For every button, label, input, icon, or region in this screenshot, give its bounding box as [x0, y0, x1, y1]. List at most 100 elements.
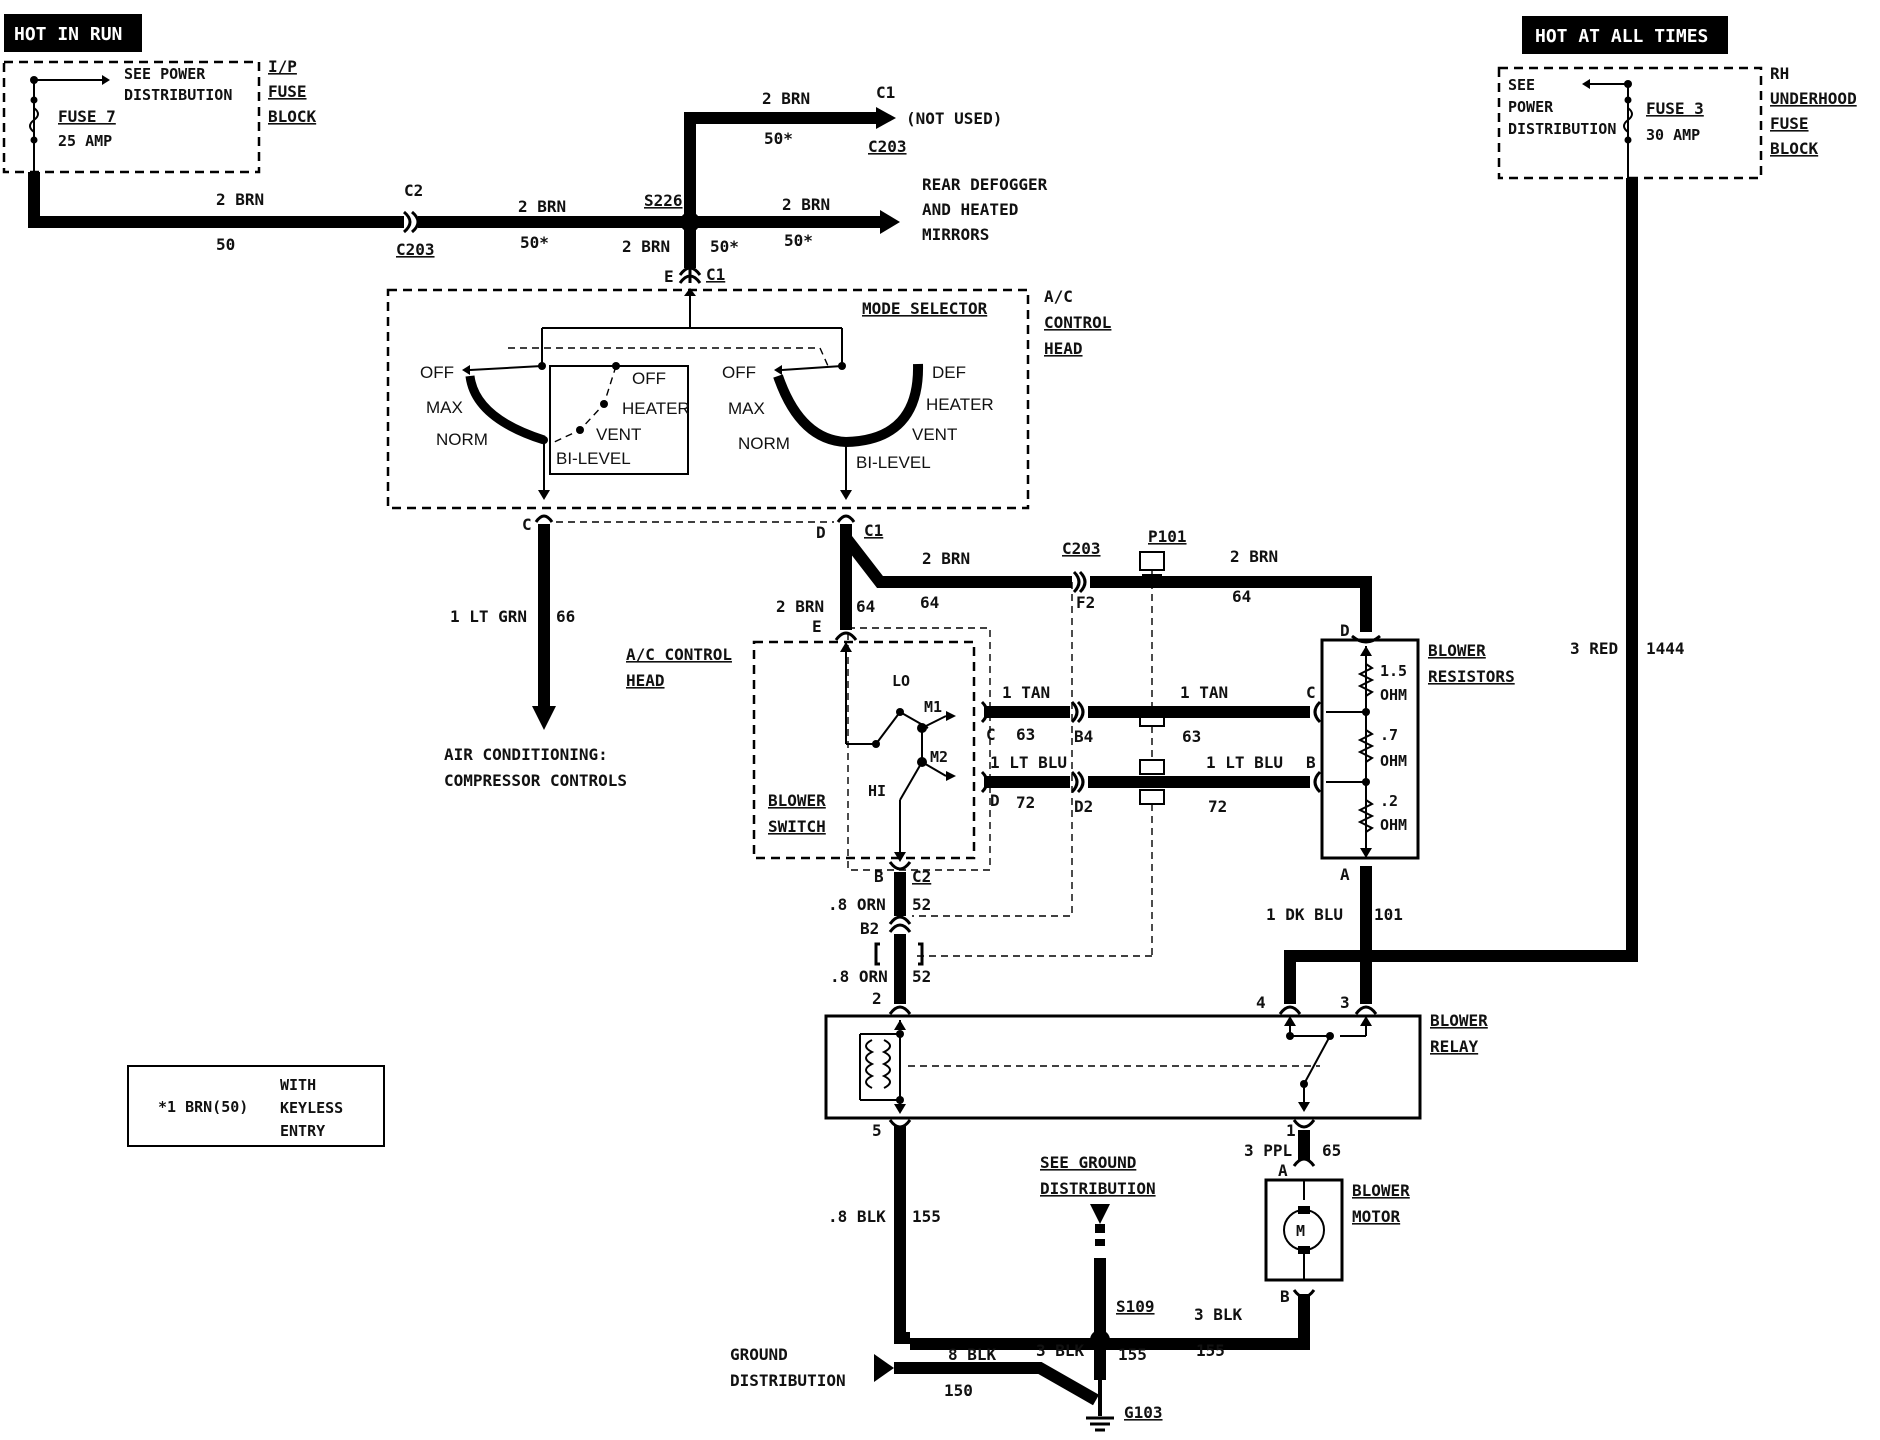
- svg-text:3 RED: 3 RED: [1570, 639, 1618, 658]
- svg-text:D: D: [990, 791, 1000, 810]
- svg-text:MOTOR: MOTOR: [1352, 1207, 1401, 1226]
- relay-feed-wires: .8 ORN 52 B2 .8 ORN 52 1 DK BLU 101 2 4 …: [828, 861, 1403, 1015]
- svg-text:72: 72: [1016, 793, 1035, 812]
- svg-text:50*: 50*: [784, 231, 813, 250]
- svg-text:D2: D2: [1074, 797, 1093, 816]
- svg-text:1 TAN: 1 TAN: [1002, 683, 1050, 702]
- svg-text:GROUND: GROUND: [730, 1345, 788, 1364]
- svg-text:OFF: OFF: [420, 363, 454, 382]
- svg-text:2 BRN: 2 BRN: [782, 195, 830, 214]
- svg-text:I/P: I/P: [268, 57, 297, 76]
- keyless-entry-note: *1 BRN(50) WITH KEYLESS ENTRY: [127, 1065, 385, 1147]
- svg-text:150: 150: [944, 1381, 973, 1400]
- svg-text:3 BLK: 3 BLK: [1194, 1305, 1243, 1324]
- svg-text:VENT: VENT: [912, 425, 957, 444]
- svg-text:BLOWER: BLOWER: [768, 791, 826, 810]
- svg-text:S109: S109: [1116, 1297, 1155, 1316]
- svg-text:DISTRIBUTION: DISTRIBUTION: [730, 1371, 846, 1390]
- svg-text:4: 4: [1256, 993, 1266, 1012]
- ac-compressor-branch: 1 LT GRN 66 AIR CONDITIONING: COMPRESSOR…: [444, 524, 627, 790]
- svg-text:30 AMP: 30 AMP: [1646, 126, 1700, 144]
- svg-text:64: 64: [1232, 587, 1251, 606]
- svg-text:64: 64: [920, 593, 939, 612]
- svg-text:BLOWER: BLOWER: [1430, 1011, 1488, 1030]
- svg-text:MAX: MAX: [728, 399, 765, 418]
- svg-text:NORM: NORM: [436, 430, 488, 449]
- svg-text:HOT IN RUN: HOT IN RUN: [14, 24, 122, 45]
- svg-text:FUSE: FUSE: [1770, 114, 1809, 133]
- svg-text:MIRRORS: MIRRORS: [922, 225, 989, 244]
- svg-text:AND HEATED: AND HEATED: [922, 200, 1018, 219]
- svg-text:MAX: MAX: [426, 398, 463, 417]
- p101-connector: [912, 551, 1165, 957]
- svg-text:P101: P101: [1148, 527, 1187, 546]
- arrow-icon: [880, 210, 900, 234]
- svg-text:63: 63: [1016, 725, 1035, 744]
- svg-text:RESISTORS: RESISTORS: [1428, 667, 1515, 686]
- svg-text:1444: 1444: [1646, 639, 1685, 658]
- svg-text:B: B: [1280, 1287, 1290, 1306]
- svg-text:1.5: 1.5: [1380, 662, 1407, 680]
- svg-text:3: 3: [1340, 993, 1350, 1012]
- ground-section: .8 BLK 155 SEE GROUND DISTRIBUTION S109 …: [730, 1119, 1243, 1432]
- arrow-icon: [1090, 1204, 1110, 1224]
- svg-text:BI-LEVEL: BI-LEVEL: [856, 453, 931, 472]
- svg-text:1 LT GRN: 1 LT GRN: [450, 607, 527, 626]
- svg-text:155: 155: [912, 1207, 941, 1226]
- svg-text:B4: B4: [1074, 727, 1093, 746]
- svg-text:M2: M2: [930, 748, 948, 766]
- d-branch-wires: 2 BRN 64 64 2 BRN C203 P101 F2 2 BRN 64 …: [776, 524, 1372, 641]
- svg-text:OFF: OFF: [632, 369, 666, 388]
- svg-text:.8 BLK: .8 BLK: [828, 1207, 886, 1226]
- svg-text:D: D: [1340, 621, 1350, 640]
- svg-text:F2: F2: [1076, 593, 1095, 612]
- svg-text:HEAD: HEAD: [1044, 339, 1083, 358]
- svg-text:KEYLESS: KEYLESS: [280, 1099, 343, 1117]
- svg-text:C203: C203: [1062, 539, 1101, 558]
- svg-text:BLOWER: BLOWER: [1352, 1181, 1410, 1200]
- svg-text:C: C: [1306, 683, 1316, 702]
- svg-text:BLOCK: BLOCK: [268, 107, 317, 126]
- svg-text:BI-LEVEL: BI-LEVEL: [556, 449, 631, 468]
- svg-text:DISTRIBUTION: DISTRIBUTION: [124, 86, 232, 104]
- svg-text:A: A: [1278, 1161, 1288, 1180]
- svg-text:OHM: OHM: [1380, 686, 1407, 704]
- mode-switch-right: OFF MAX NORM DEF HEATER VENT BI-LEVEL: [722, 362, 994, 500]
- svg-text:3 PPL: 3 PPL: [1244, 1141, 1292, 1160]
- svg-text:25 AMP: 25 AMP: [58, 132, 112, 150]
- svg-text:B2: B2: [860, 919, 879, 938]
- svg-text:HEAD: HEAD: [626, 671, 665, 690]
- svg-text:.8 ORN: .8 ORN: [828, 895, 886, 914]
- svg-text:C1: C1: [876, 83, 895, 102]
- svg-text:C: C: [522, 515, 532, 534]
- hot-at-all-times-banner: HOT AT ALL TIMES: [1522, 16, 1728, 54]
- svg-text:HEATER: HEATER: [622, 399, 690, 418]
- svg-text:8 BLK: 8 BLK: [948, 1345, 997, 1364]
- arrow-icon: [532, 706, 556, 730]
- svg-text:C: C: [986, 725, 996, 744]
- svg-text:HEATER: HEATER: [926, 395, 994, 414]
- svg-text:50*: 50*: [764, 129, 793, 148]
- svg-text:*1 BRN(50): *1 BRN(50): [158, 1098, 248, 1116]
- svg-text:D: D: [816, 523, 826, 542]
- svg-text:CONTROL: CONTROL: [1044, 313, 1111, 332]
- svg-text:M1: M1: [924, 698, 942, 716]
- svg-text:A: A: [1340, 865, 1350, 884]
- arrow-icon: [874, 1354, 894, 1382]
- speed-wires: 1 TAN 63 B4 1 TAN 63 1 LT BLU 72 D2 1 LT…: [912, 582, 1322, 917]
- svg-text:2 BRN: 2 BRN: [622, 237, 670, 256]
- svg-text:AIR CONDITIONING:: AIR CONDITIONING:: [444, 745, 608, 764]
- red-feed-wire: 3 RED 1444: [1284, 178, 1685, 1004]
- svg-text:50*: 50*: [710, 237, 739, 256]
- fuse-icon: [1623, 107, 1633, 133]
- svg-text:OHM: OHM: [1380, 816, 1407, 834]
- svg-text:2: 2: [872, 989, 882, 1008]
- svg-text:C2: C2: [404, 181, 423, 200]
- svg-text:63: 63: [1182, 727, 1201, 746]
- svg-text:155: 155: [1196, 1341, 1225, 1360]
- svg-text:155: 155: [1118, 1345, 1147, 1364]
- svg-text:DISTRIBUTION: DISTRIBUTION: [1508, 120, 1616, 138]
- svg-text:1 DK BLU: 1 DK BLU: [1266, 905, 1343, 924]
